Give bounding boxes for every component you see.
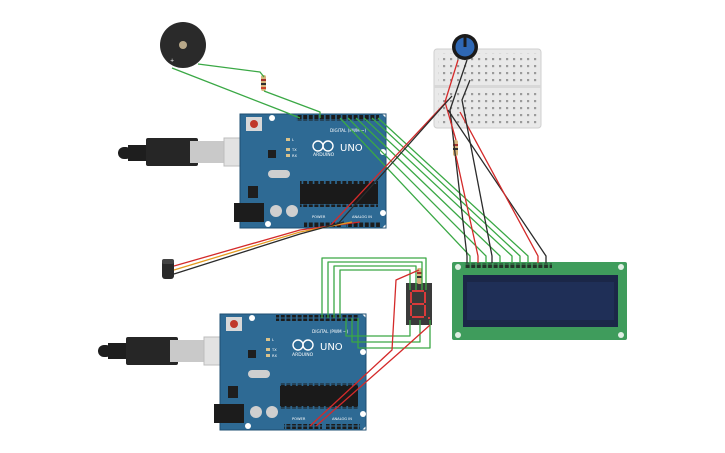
- temperature-sensor[interactable]: [162, 259, 174, 279]
- wires: [171, 59, 547, 427]
- top-analog-label: ANALOG IN: [352, 215, 372, 219]
- top-power-label: POWER: [312, 215, 326, 219]
- bottom-digital-label: DIGITAL (PWM ~): [312, 329, 348, 334]
- bottom-analog-label: ANALOG IN: [332, 417, 352, 421]
- resistor-buzzer[interactable]: [261, 75, 266, 91]
- svg-text:+: +: [170, 58, 174, 64]
- potentiometer[interactable]: [452, 34, 478, 60]
- top-led-l: L: [292, 138, 294, 142]
- top-led-tx: TX: [291, 148, 297, 152]
- barrel-jack-icon: [234, 203, 264, 222]
- buzzer[interactable]: +: [160, 22, 206, 68]
- bottom-power-label: POWER: [292, 417, 306, 421]
- bottom-led-tx: TX: [271, 348, 277, 352]
- bottom-arduino-brand: ARDUINO: [292, 352, 314, 358]
- breadboard[interactable]: [433, 48, 542, 129]
- bottom-led-l: L: [272, 338, 274, 342]
- top-digital-label: DIGITAL (PWM ~): [330, 128, 366, 133]
- top-uno-logo: UNO: [340, 143, 363, 154]
- top-arduino-brand: ARDUINO: [313, 152, 335, 158]
- arduino-bottom[interactable]: DIGITAL (PWM ~) UNO ARDUINO L TX RX POWE…: [98, 313, 367, 431]
- arduino-top[interactable]: DIGITAL (PWM ~) UNO ARDUINO L TX RX POWE…: [118, 113, 387, 229]
- top-led-rx: RX: [292, 154, 297, 158]
- bottom-led-rx: RX: [272, 354, 277, 358]
- barrel-jack-icon: [214, 404, 244, 423]
- resistor-seg[interactable]: [417, 268, 422, 284]
- lcd-display[interactable]: [452, 262, 627, 340]
- bottom-uno-logo: UNO: [320, 342, 343, 353]
- potentiometer-knob-icon: [463, 37, 467, 47]
